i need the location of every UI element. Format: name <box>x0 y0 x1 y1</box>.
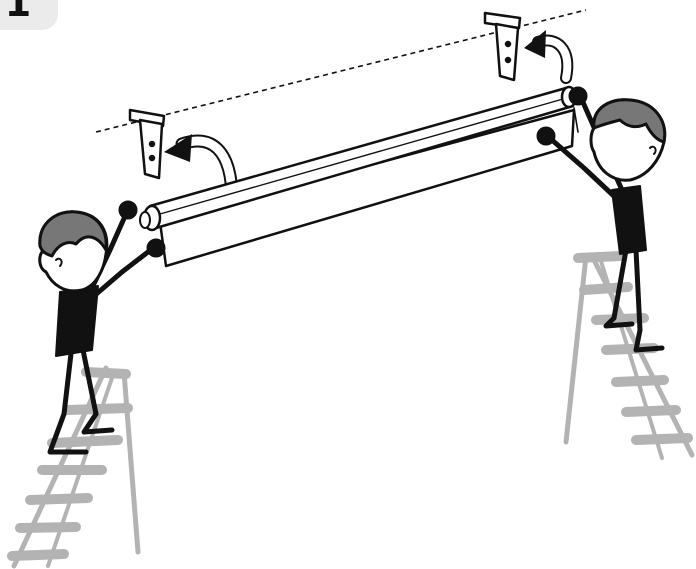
left-ladder <box>12 368 138 566</box>
right-ladder <box>566 256 692 458</box>
step-number: 1 <box>5 0 31 25</box>
left-bracket-icon <box>130 110 164 178</box>
right-bracket-icon <box>485 13 520 80</box>
step-number-badge: 1 <box>0 0 58 30</box>
left-installer-figure <box>40 201 165 452</box>
roller-blind <box>140 87 580 266</box>
right-curved-arrow-icon <box>524 30 567 78</box>
